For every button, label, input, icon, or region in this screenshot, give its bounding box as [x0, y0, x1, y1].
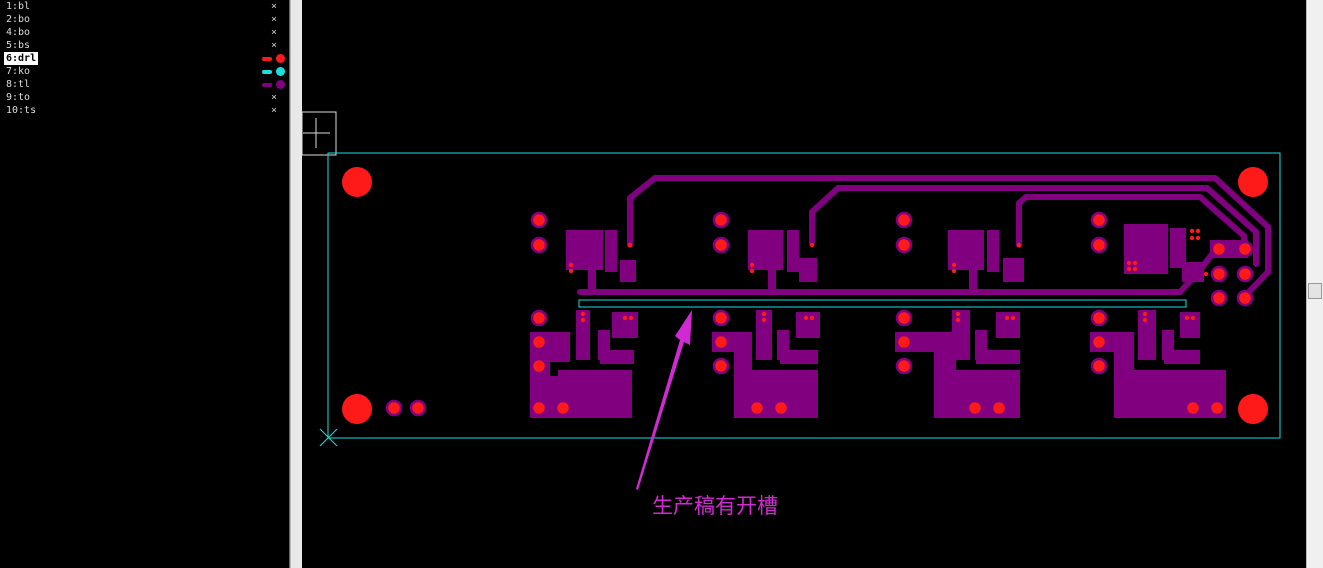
layer-row-7-ko[interactable]: 7:ko: [0, 65, 289, 78]
crosshair-cursor-icon: [302, 111, 337, 156]
slot-annotation-label: 生产稿有开槽: [652, 494, 778, 518]
layer-row-1-bl[interactable]: 1:bl ×: [0, 0, 289, 13]
layer-hidden-icon[interactable]: ×: [271, 27, 278, 38]
layer-label: 9:to: [6, 92, 31, 103]
layer-label: 4:bo: [6, 27, 31, 38]
vertical-scrollbar[interactable]: [1306, 0, 1323, 568]
pcb-canvas[interactable]: [302, 0, 1306, 568]
layer-row-9-to[interactable]: 9:to ×: [0, 91, 289, 104]
layer-hidden-icon[interactable]: ×: [271, 92, 278, 103]
layer-label: 6:drl: [4, 52, 39, 65]
layer-hidden-icon[interactable]: ×: [271, 14, 278, 25]
layer-label: 1:bl: [6, 1, 31, 12]
mounting-holes: [342, 167, 1268, 424]
layer-label: 7:ko: [6, 66, 31, 77]
layer-list-panel: 1:bl × 2:bo × 4:bo × 5:bs × 6:drl 7:ko: [0, 0, 290, 568]
layer-row-4-bo[interactable]: 4:bo ×: [0, 26, 289, 39]
layer-hidden-icon[interactable]: ×: [271, 1, 278, 12]
component-pads: [385, 211, 1254, 417]
layer-label: 8:tl: [6, 79, 31, 90]
layer-hidden-icon[interactable]: ×: [271, 40, 278, 51]
layer-label: 2:bo: [6, 14, 31, 25]
layer-row-6-drl[interactable]: 6:drl: [0, 52, 289, 65]
slot-outline: [578, 299, 1187, 308]
layer-row-2-bo[interactable]: 2:bo ×: [0, 13, 289, 26]
layer-label: 10:ts: [6, 105, 37, 116]
annotation-arrow-icon: [636, 310, 692, 490]
layer-row-10-ts[interactable]: 10:ts ×: [0, 104, 289, 117]
board-outline: [327, 152, 1281, 439]
layer-row-5-bs[interactable]: 5:bs ×: [0, 39, 289, 52]
layer-label: 5:bs: [6, 40, 31, 51]
scrollbar-thumb[interactable]: [1308, 283, 1322, 299]
copper-traces: [577, 175, 1271, 299]
origin-marker-icon: [319, 428, 338, 447]
layer-row-8-tl[interactable]: 8:tl: [0, 78, 289, 91]
copper-pours: [530, 224, 1248, 418]
small-vias: [568, 228, 1209, 323]
layer-hidden-icon[interactable]: ×: [271, 105, 278, 116]
